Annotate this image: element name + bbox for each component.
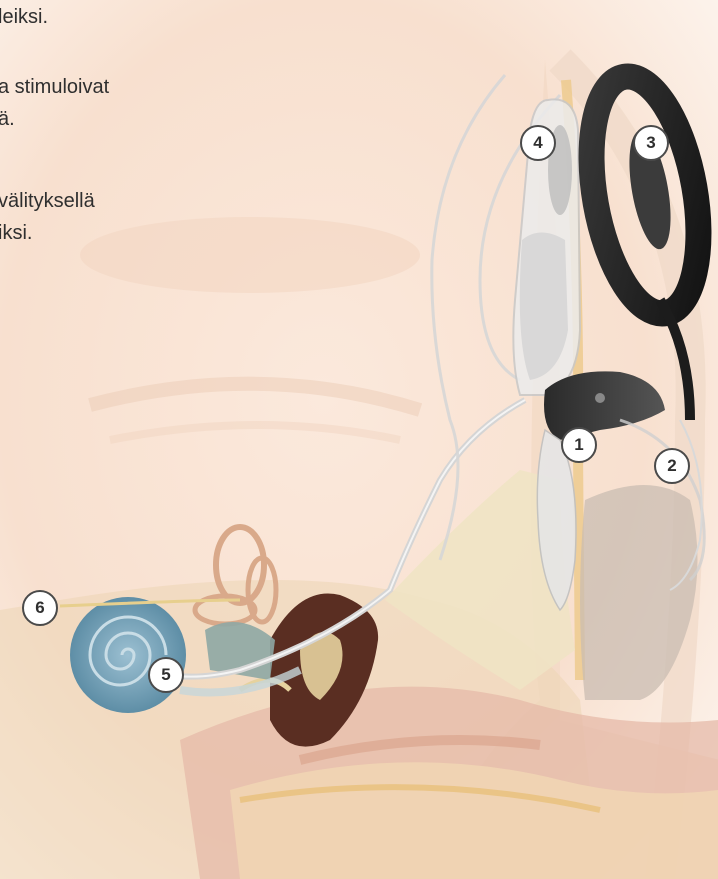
callout-6: 6 (22, 590, 58, 626)
callout-4: 4 (520, 125, 556, 161)
brow-shape (80, 217, 420, 293)
cochlea (70, 597, 186, 713)
text-line: a stimuloivat (0, 72, 109, 102)
callout-3: 3 (633, 125, 669, 161)
text-line: iksi. (0, 218, 32, 248)
callout-5: 5 (148, 657, 184, 693)
text-line: välityksellä (0, 186, 95, 216)
callout-2: 2 (654, 448, 690, 484)
text-line: ä. (0, 104, 15, 134)
callout-1: 1 (561, 427, 597, 463)
text-line: leiksi. (0, 2, 48, 32)
